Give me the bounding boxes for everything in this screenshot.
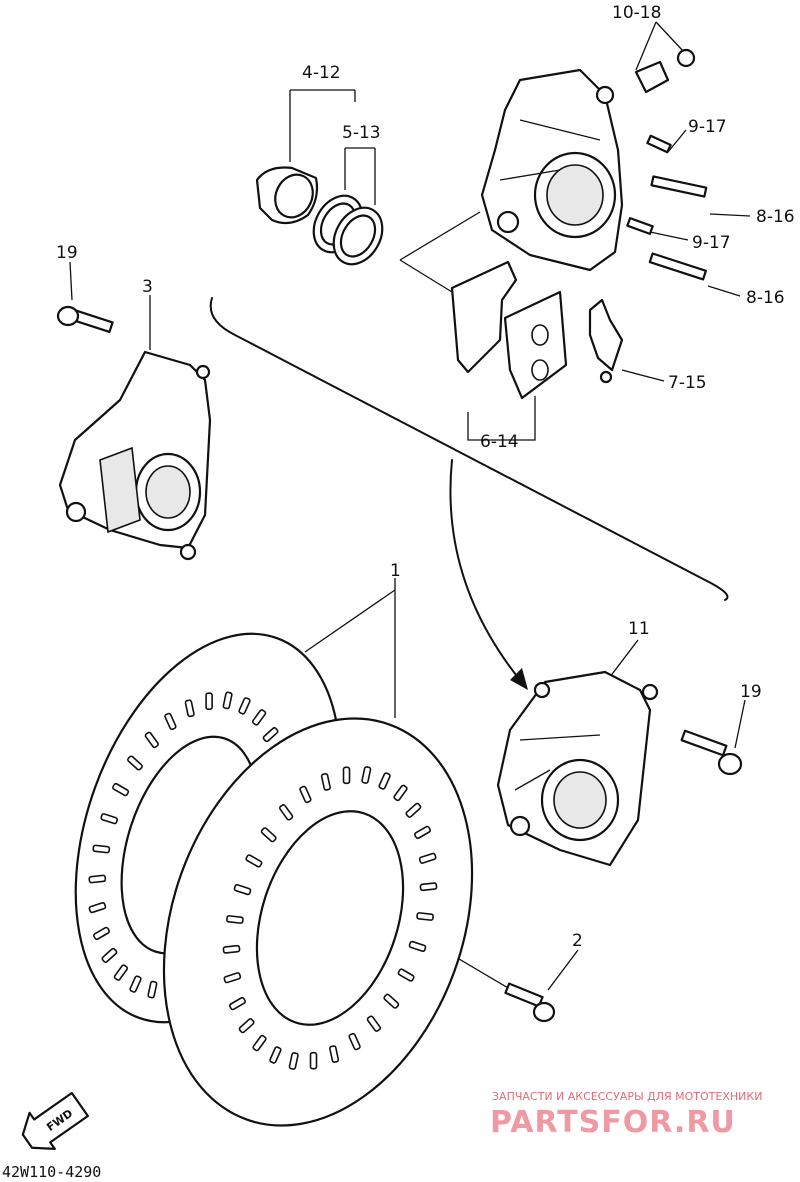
callout-9-17-a: 9-17 xyxy=(688,117,727,137)
disc-bolt xyxy=(504,982,556,1023)
callout-1: 1 xyxy=(390,561,401,581)
caliper-right xyxy=(496,670,659,867)
disc-slot-rear xyxy=(184,699,195,718)
disc-slot-rear xyxy=(88,901,107,914)
caliper-left xyxy=(58,350,212,561)
callout-4-12: 4-12 xyxy=(302,63,341,83)
brake-pads xyxy=(450,260,568,400)
callout-8-16-b: 8-16 xyxy=(746,288,785,308)
bleed-screw xyxy=(634,48,696,94)
callout-10-18: 10-18 xyxy=(612,3,661,23)
disc-slot-front xyxy=(226,915,244,924)
disc-slot-rear xyxy=(147,980,158,999)
forward-arrow: FWD xyxy=(21,1091,89,1151)
disc-slot-rear xyxy=(164,712,177,731)
exploded-view-boundary xyxy=(209,297,729,601)
leader-lines xyxy=(69,21,751,996)
disc-slot-front xyxy=(245,854,263,868)
piston-and-seals xyxy=(255,166,384,266)
disc-slot-rear xyxy=(238,697,251,715)
disc-slot-front xyxy=(414,825,431,840)
brake-disc-front xyxy=(162,717,474,1127)
disc-slot-rear xyxy=(101,947,118,963)
callout-3: 3 xyxy=(142,277,153,297)
disc-slot-front xyxy=(383,993,400,1009)
watermark-tagline: ЗАПЧАСТИ И АКСЕССУАРЫ ДЛЯ МОТОТЕХНИКИ xyxy=(492,1090,762,1103)
bolt-right xyxy=(680,729,743,776)
disc-slot-front xyxy=(309,1051,318,1070)
disc-slot-front xyxy=(288,1052,299,1070)
disc-slot-front xyxy=(342,766,351,785)
disc-slot-front xyxy=(260,827,277,843)
callout-8-16-a: 8-16 xyxy=(756,207,795,227)
pad-spring xyxy=(588,298,624,384)
disc-slot-front xyxy=(222,944,241,954)
watermark-brand: PARTSFOR.RU xyxy=(490,1105,736,1140)
disc-slot-front xyxy=(419,882,438,892)
disc-slot-rear xyxy=(112,782,130,797)
disc-slot-rear xyxy=(127,755,143,771)
disc-slot-front xyxy=(320,773,331,791)
disc-slot-front xyxy=(278,804,294,821)
callout-7-15: 7-15 xyxy=(668,373,707,393)
callout-19-left: 19 xyxy=(56,243,78,263)
disc-slot-front xyxy=(378,772,391,790)
callout-2: 2 xyxy=(572,931,583,951)
disc-slot-front xyxy=(361,766,372,784)
pad-pin-lower xyxy=(626,217,707,281)
bolt-left xyxy=(56,305,114,334)
assembly-arrow-head xyxy=(510,668,528,690)
disc-slot-front xyxy=(416,912,434,921)
disc-slot-rear xyxy=(88,874,107,884)
disc-slot-rear xyxy=(113,964,129,981)
callout-6-14: 6-14 xyxy=(480,432,519,452)
disc-slot-rear xyxy=(93,926,110,941)
disc-slot-front xyxy=(299,785,312,804)
disc-slot-front xyxy=(348,1032,361,1051)
disc-slot-front xyxy=(269,1046,282,1064)
disc-slot-front xyxy=(418,852,437,864)
disc-slot-front xyxy=(238,1018,255,1034)
pad-pin-upper xyxy=(646,134,708,198)
disc-slot-rear xyxy=(129,975,142,993)
callout-19-right: 19 xyxy=(740,682,762,702)
disc-slot-rear xyxy=(144,731,159,749)
disc-slot-front xyxy=(229,996,246,1011)
disc-slot-front xyxy=(393,784,408,802)
assembly-arrow-line xyxy=(449,459,521,681)
disc-slot-front xyxy=(233,883,252,896)
disc-slot-front xyxy=(366,1015,382,1032)
caliper-exploded xyxy=(480,68,624,272)
disc-slot-rear xyxy=(251,709,267,726)
disc-slot-front xyxy=(223,972,242,984)
disc-slot-rear xyxy=(205,692,213,711)
disc-slot-front xyxy=(329,1045,340,1063)
drawing-code: 42W110-4290 xyxy=(2,1163,101,1181)
callout-5-13: 5-13 xyxy=(342,123,381,143)
disc-slot-rear xyxy=(222,691,233,710)
disc-slot-rear xyxy=(262,727,279,743)
callout-9-17-b: 9-17 xyxy=(692,233,731,253)
disc-slot-rear xyxy=(92,844,111,854)
disc-slot-rear xyxy=(100,813,119,825)
callout-11: 11 xyxy=(628,619,650,639)
disc-slot-front xyxy=(405,802,422,818)
disc-slot-front xyxy=(397,968,415,982)
disc-slot-front xyxy=(252,1034,267,1052)
disc-slot-front xyxy=(408,940,427,953)
